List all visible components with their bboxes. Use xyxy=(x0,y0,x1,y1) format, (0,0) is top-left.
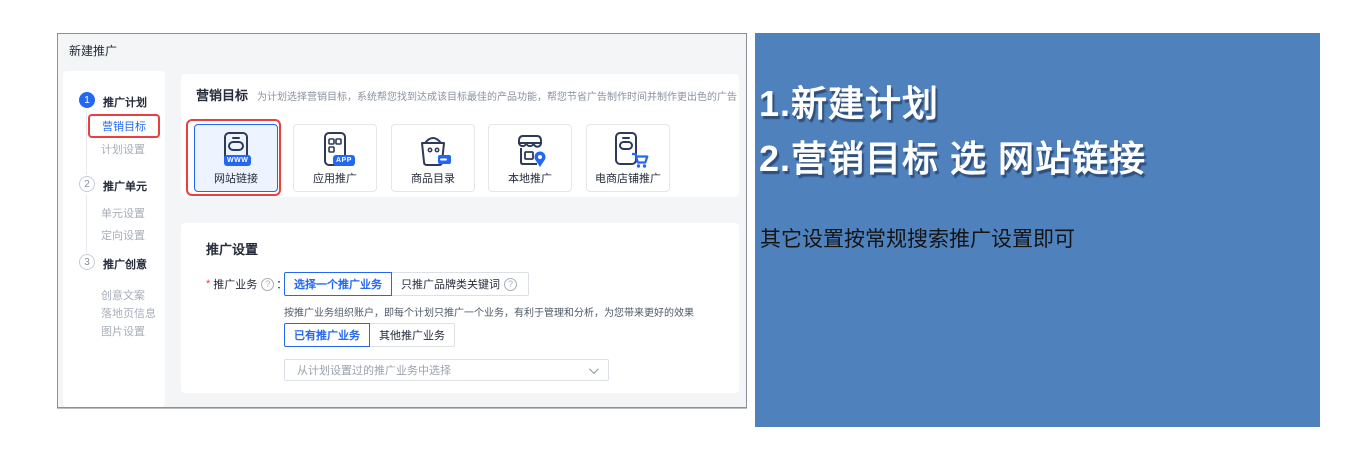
step-1-circle: 1 xyxy=(79,92,95,108)
goal-option-website-link[interactable]: WWW 网站链接 xyxy=(194,124,278,192)
goal-option-label: 商品目录 xyxy=(411,173,455,185)
goal-option-local-promotion[interactable]: 本地推广 xyxy=(488,124,572,192)
annotation-red-box-sidebar: 营销目标 xyxy=(88,114,160,138)
instruction-line-2: 2.营销目标 选 网站链接 xyxy=(759,138,1147,179)
step-3-circle: 3 xyxy=(79,254,95,270)
panel-title: 新建推广 xyxy=(69,44,118,58)
help-icon[interactable]: ? xyxy=(261,277,275,291)
promotion-settings-title: 推广设置 xyxy=(206,242,259,257)
tab-other-business[interactable]: 其他推广业务 xyxy=(369,323,455,347)
step-2-number: 2 xyxy=(84,178,90,190)
instruction-heading: 1.新建计划 2.营销目标 选 网站链接 xyxy=(759,76,1146,186)
steps-sidebar: 1 推广计划 营销目标 计划设置 2 推广单元 单元设置 定向设置 3 推广创意… xyxy=(63,71,165,407)
goal-option-app-promotion[interactable]: APP 应用推广 xyxy=(293,124,377,192)
ecommerce-shop-icon xyxy=(607,131,649,169)
field-label-colon: ： xyxy=(276,279,288,291)
step-1-number: 1 xyxy=(84,94,90,106)
marketing-goal-header: 营销目标 为计划选择营销目标，系统帮您找到达成该目标最佳的产品功能，帮您节省广告… xyxy=(196,85,737,104)
business-field-description: 按推广业务组织账户，即每个计划只推广一个业务，有利于管理和分析，为您带来更好的效… xyxy=(284,308,694,319)
sidebar-item-creative-copy[interactable]: 创意文案 xyxy=(101,290,145,302)
step-connector-line xyxy=(86,111,87,175)
sidebar-item-landing-page-info[interactable]: 落地页信息 xyxy=(101,308,156,320)
marketing-goal-description: 为计划选择营销目标，系统帮您找到达成该目标最佳的产品功能，帮您节省广告制作时间并… xyxy=(257,92,738,103)
goal-option-label: 网站链接 xyxy=(214,173,258,185)
help-icon[interactable]: ? xyxy=(504,277,517,291)
step-2-circle: 2 xyxy=(79,176,95,192)
marketing-goal-title: 营销目标 xyxy=(196,88,249,103)
business-choice-group: 选择一个推广业务 只推广品牌类关键词 ? xyxy=(284,272,529,296)
app-badge: APP xyxy=(333,155,355,166)
field-label-text: 推广业务 xyxy=(213,279,258,291)
www-badge: WWW xyxy=(224,155,252,166)
step-connector-line xyxy=(86,195,87,253)
promo-business-field-label: * 推广业务 ? ： xyxy=(206,272,287,296)
instruction-note: 其它设置按常规搜索推广设置即可 xyxy=(760,228,1075,251)
sidebar-step-ad-unit[interactable]: 推广单元 xyxy=(103,181,147,193)
goal-option-label: 本地推广 xyxy=(508,173,552,185)
choose-one-business-button[interactable]: 选择一个推广业务 xyxy=(284,272,392,296)
step-3-number: 3 xyxy=(84,256,90,268)
sidebar-item-plan-settings[interactable]: 计划设置 xyxy=(101,144,145,156)
sidebar-item-unit-settings[interactable]: 单元设置 xyxy=(101,208,145,220)
instruction-annotation-panel: 1.新建计划 2.营销目标 选 网站链接 其它设置按常规搜索推广设置即可 xyxy=(755,33,1320,427)
chevron-down-icon xyxy=(588,363,599,374)
business-select-dropdown[interactable]: 从计划设置过的推广业务中选择 xyxy=(284,359,609,381)
goal-option-label: 应用推广 xyxy=(313,173,357,185)
sidebar-item-image-settings[interactable]: 图片设置 xyxy=(101,326,145,338)
required-asterisk: * xyxy=(206,278,211,290)
button-label: 只推广品牌类关键词 xyxy=(401,279,500,291)
website-link-icon: WWW xyxy=(215,131,257,169)
sidebar-item-marketing-goal[interactable]: 营销目标 xyxy=(102,121,146,133)
brand-keywords-only-button[interactable]: 只推广品牌类关键词 ? xyxy=(391,272,529,296)
sidebar-step-ad-creative[interactable]: 推广创意 xyxy=(103,259,147,271)
marketing-goal-section: 营销目标 为计划选择营销目标，系统帮您找到达成该目标最佳的产品功能，帮您节省广告… xyxy=(181,74,739,197)
campaign-creation-panel: 新建推广 1 推广计划 营销目标 计划设置 2 推广单元 单元设置 定向设置 3… xyxy=(57,33,747,408)
instruction-line-1: 1.新建计划 xyxy=(759,83,940,124)
goal-option-product-catalog[interactable]: 商品目录 xyxy=(391,124,475,192)
goal-option-label: 电商店铺推广 xyxy=(595,173,661,185)
app-promotion-icon: APP xyxy=(314,131,356,169)
local-promotion-icon xyxy=(509,131,551,169)
product-catalog-icon xyxy=(412,131,454,169)
goal-option-ecommerce-shop[interactable]: 电商店铺推广 xyxy=(586,124,670,192)
business-source-tabs: 已有推广业务 其他推广业务 xyxy=(284,323,455,347)
promotion-settings-section: 推广设置 * 推广业务 ? ： 选择一个推广业务 只推广品牌类关键词 ? 按推广… xyxy=(181,223,739,393)
dropdown-placeholder: 从计划设置过的推广业务中选择 xyxy=(297,365,451,377)
tab-existing-business[interactable]: 已有推广业务 xyxy=(284,323,370,347)
sidebar-step-campaign-plan[interactable]: 推广计划 xyxy=(103,97,147,109)
sidebar-item-targeting-settings[interactable]: 定向设置 xyxy=(101,230,145,242)
